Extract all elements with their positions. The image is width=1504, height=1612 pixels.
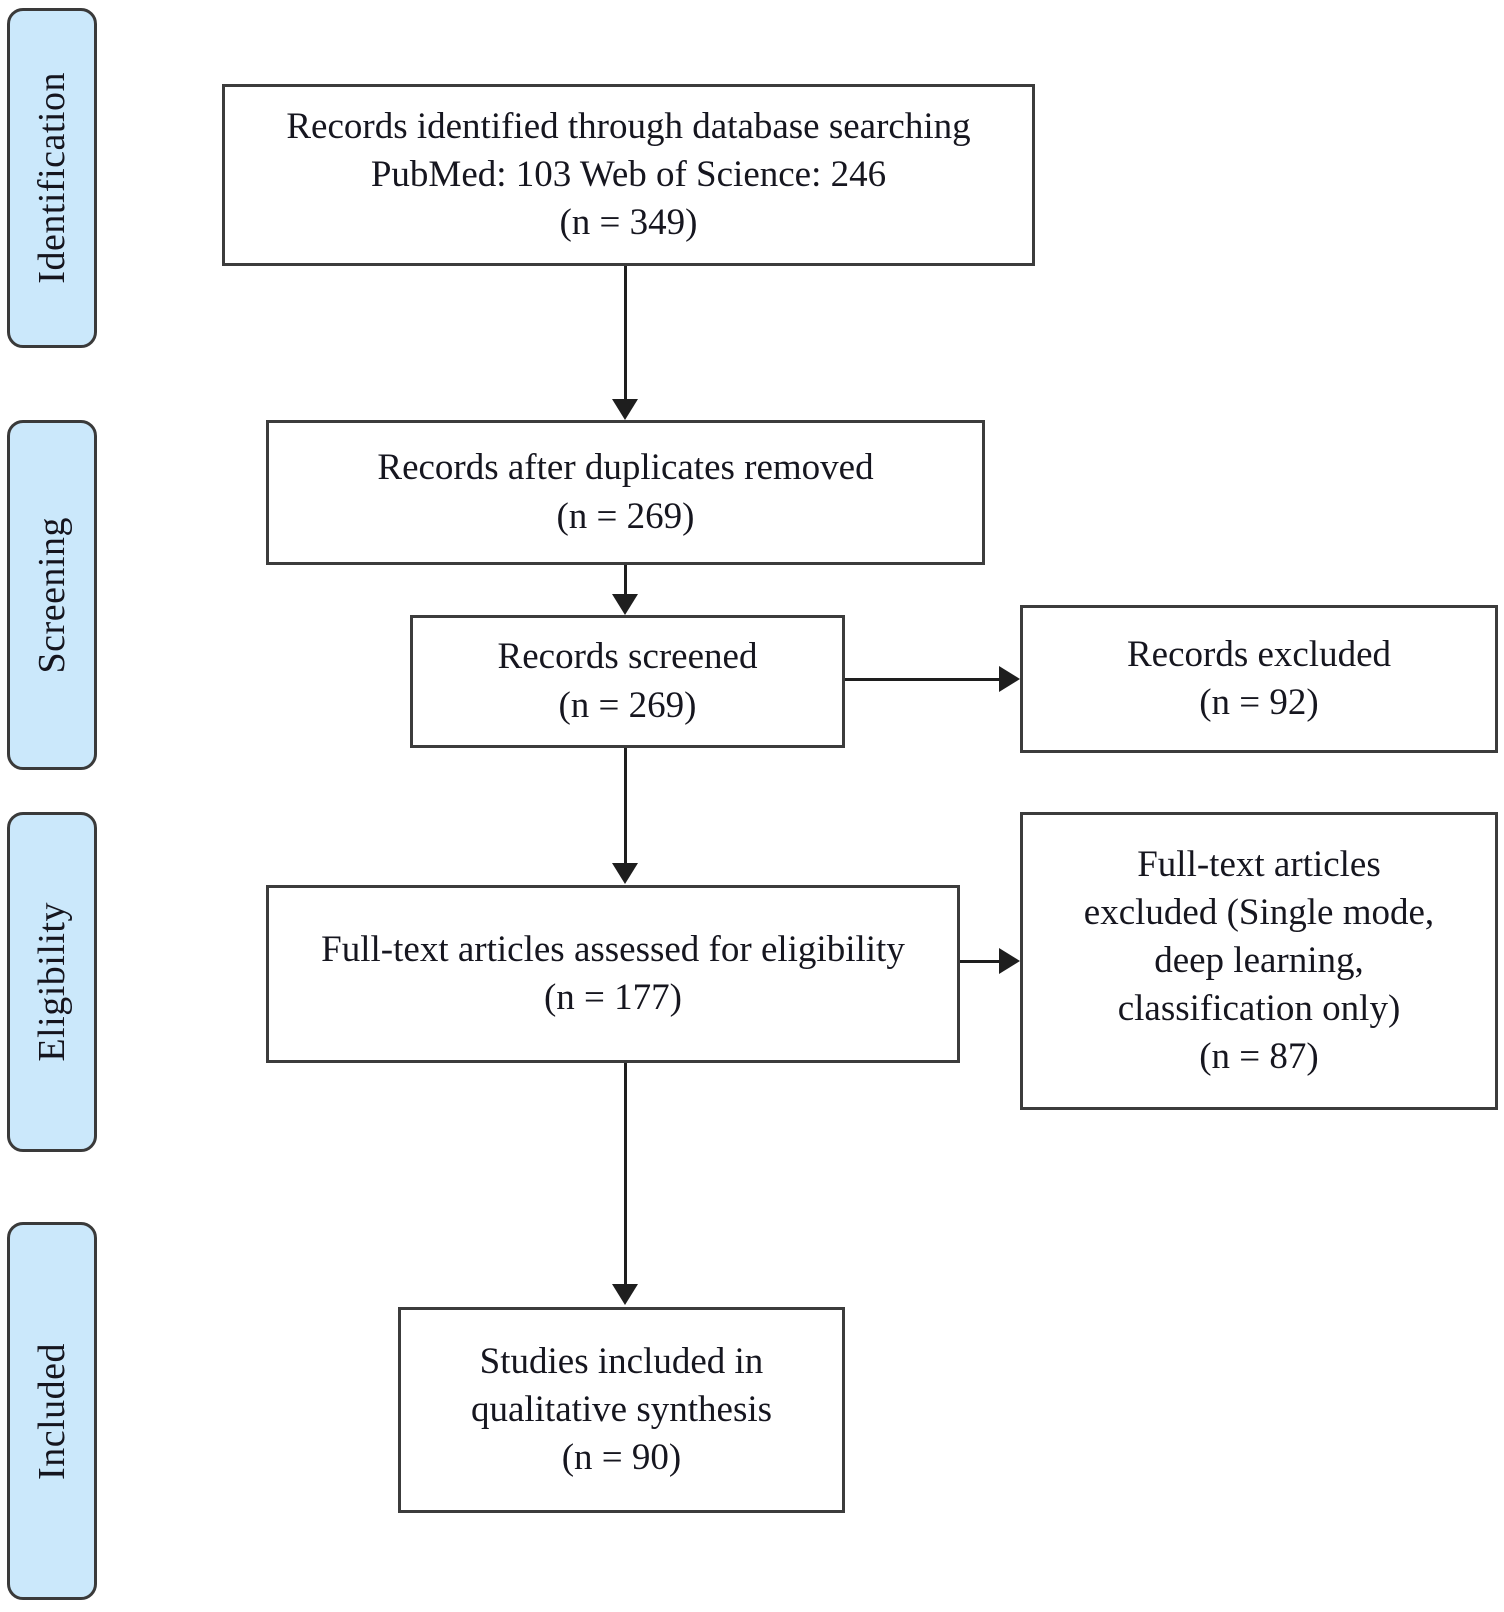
connector-screened-to-fulltext: [624, 748, 627, 864]
stage-pill-screening: Screening: [7, 420, 97, 770]
stage-pill-eligibility: Eligibility: [7, 812, 97, 1152]
box-studies-included: Studies included in qualitative synthesi…: [398, 1307, 845, 1513]
arrowhead-fulltext-to-included: [612, 1284, 638, 1305]
stage-label-identification: Identification: [31, 72, 73, 284]
arrowhead-screened-to-excluded: [999, 666, 1020, 692]
stage-label-included: Included: [31, 1342, 73, 1480]
arrowhead-duplicates-to-screened: [612, 594, 638, 615]
connector-identified-to-duplicates: [624, 266, 627, 400]
stage-pill-identification: Identification: [7, 8, 97, 348]
box-records-identified: Records identified through database sear…: [222, 84, 1035, 266]
stage-label-screening: Screening: [31, 516, 73, 674]
connector-fulltext-to-included: [624, 1063, 627, 1285]
stage-pill-included: Included: [7, 1222, 97, 1600]
connector-duplicates-to-screened: [624, 565, 627, 595]
box-records-after-duplicates: Records after duplicates removed (n = 26…: [266, 420, 985, 565]
arrowhead-fulltext-to-excluded: [999, 948, 1020, 974]
stage-label-eligibility: Eligibility: [31, 902, 73, 1062]
box-fulltext-assessed: Full-text articles assessed for eligibil…: [266, 885, 960, 1063]
box-fulltext-excluded: Full-text articles excluded (Single mode…: [1020, 812, 1498, 1110]
box-fulltext-excluded-text: Full-text articles excluded (Single mode…: [1083, 843, 1435, 1078]
box-records-screened: Records screened (n = 269): [410, 615, 845, 748]
box-records-identified-text: Records identified through database sear…: [286, 105, 971, 244]
connector-screened-to-excluded: [845, 678, 1000, 681]
box-records-excluded-text: Records excluded (n = 92): [1126, 633, 1392, 723]
box-records-after-duplicates-text: Records after duplicates removed (n = 26…: [377, 447, 874, 537]
box-fulltext-assessed-text: Full-text articles assessed for eligibil…: [321, 928, 905, 1018]
connector-fulltext-to-excluded: [960, 960, 1000, 963]
box-studies-included-text: Studies included in qualitative synthesi…: [470, 1340, 773, 1479]
box-records-screened-text: Records screened (n = 269): [497, 636, 758, 726]
box-records-excluded: Records excluded (n = 92): [1020, 605, 1498, 753]
arrowhead-screened-to-fulltext: [612, 863, 638, 884]
arrowhead-identified-to-duplicates: [612, 399, 638, 420]
